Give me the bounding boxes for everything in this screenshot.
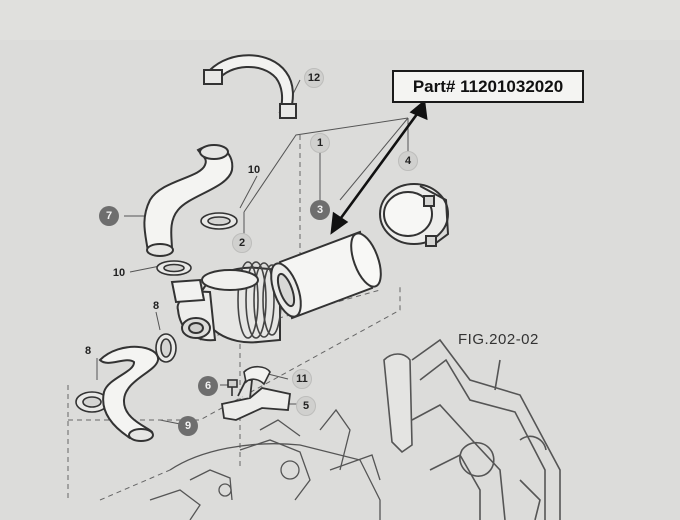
- lower-hose-9: [98, 345, 159, 442]
- chassis-frame: [383, 338, 561, 520]
- callout-1: 1: [310, 133, 330, 153]
- callout-3: 3: [310, 200, 330, 220]
- engine-block: [149, 408, 381, 520]
- figure-label: FIG.202-02: [458, 331, 539, 348]
- pointer-arrow: [330, 99, 428, 235]
- intake-hose-7: [143, 144, 234, 257]
- callout-5: 5: [296, 396, 316, 416]
- bracket-strap-12: [203, 54, 297, 119]
- callout-8-upper: 8: [152, 300, 160, 312]
- callout-7: 7: [99, 206, 119, 226]
- filter-element-3: [270, 230, 382, 320]
- callout-11: 11: [292, 369, 312, 389]
- callout-9: 9: [178, 416, 198, 436]
- clamp-10-upper: [200, 212, 238, 230]
- strap-11: [243, 365, 271, 386]
- callout-6: 6: [198, 376, 218, 396]
- clamp-8-upper: [155, 333, 177, 363]
- callout-12: 12: [304, 68, 324, 88]
- callout-10-lower: 10: [112, 267, 126, 279]
- callout-2: 2: [232, 233, 252, 253]
- callout-4: 4: [398, 151, 418, 171]
- part-number-label: Part# 11201032020: [392, 70, 584, 103]
- bolt-6: [227, 379, 238, 396]
- cover-ring-4: [379, 183, 450, 247]
- callout-10-upper: 10: [247, 164, 261, 176]
- callout-8-lower: 8: [84, 345, 92, 357]
- mounting-bracket-5: [220, 379, 291, 421]
- cleaner-outlet: [170, 278, 217, 342]
- part-number-text: Part# 11201032020: [412, 76, 564, 96]
- clamp-10-lower: [156, 260, 192, 276]
